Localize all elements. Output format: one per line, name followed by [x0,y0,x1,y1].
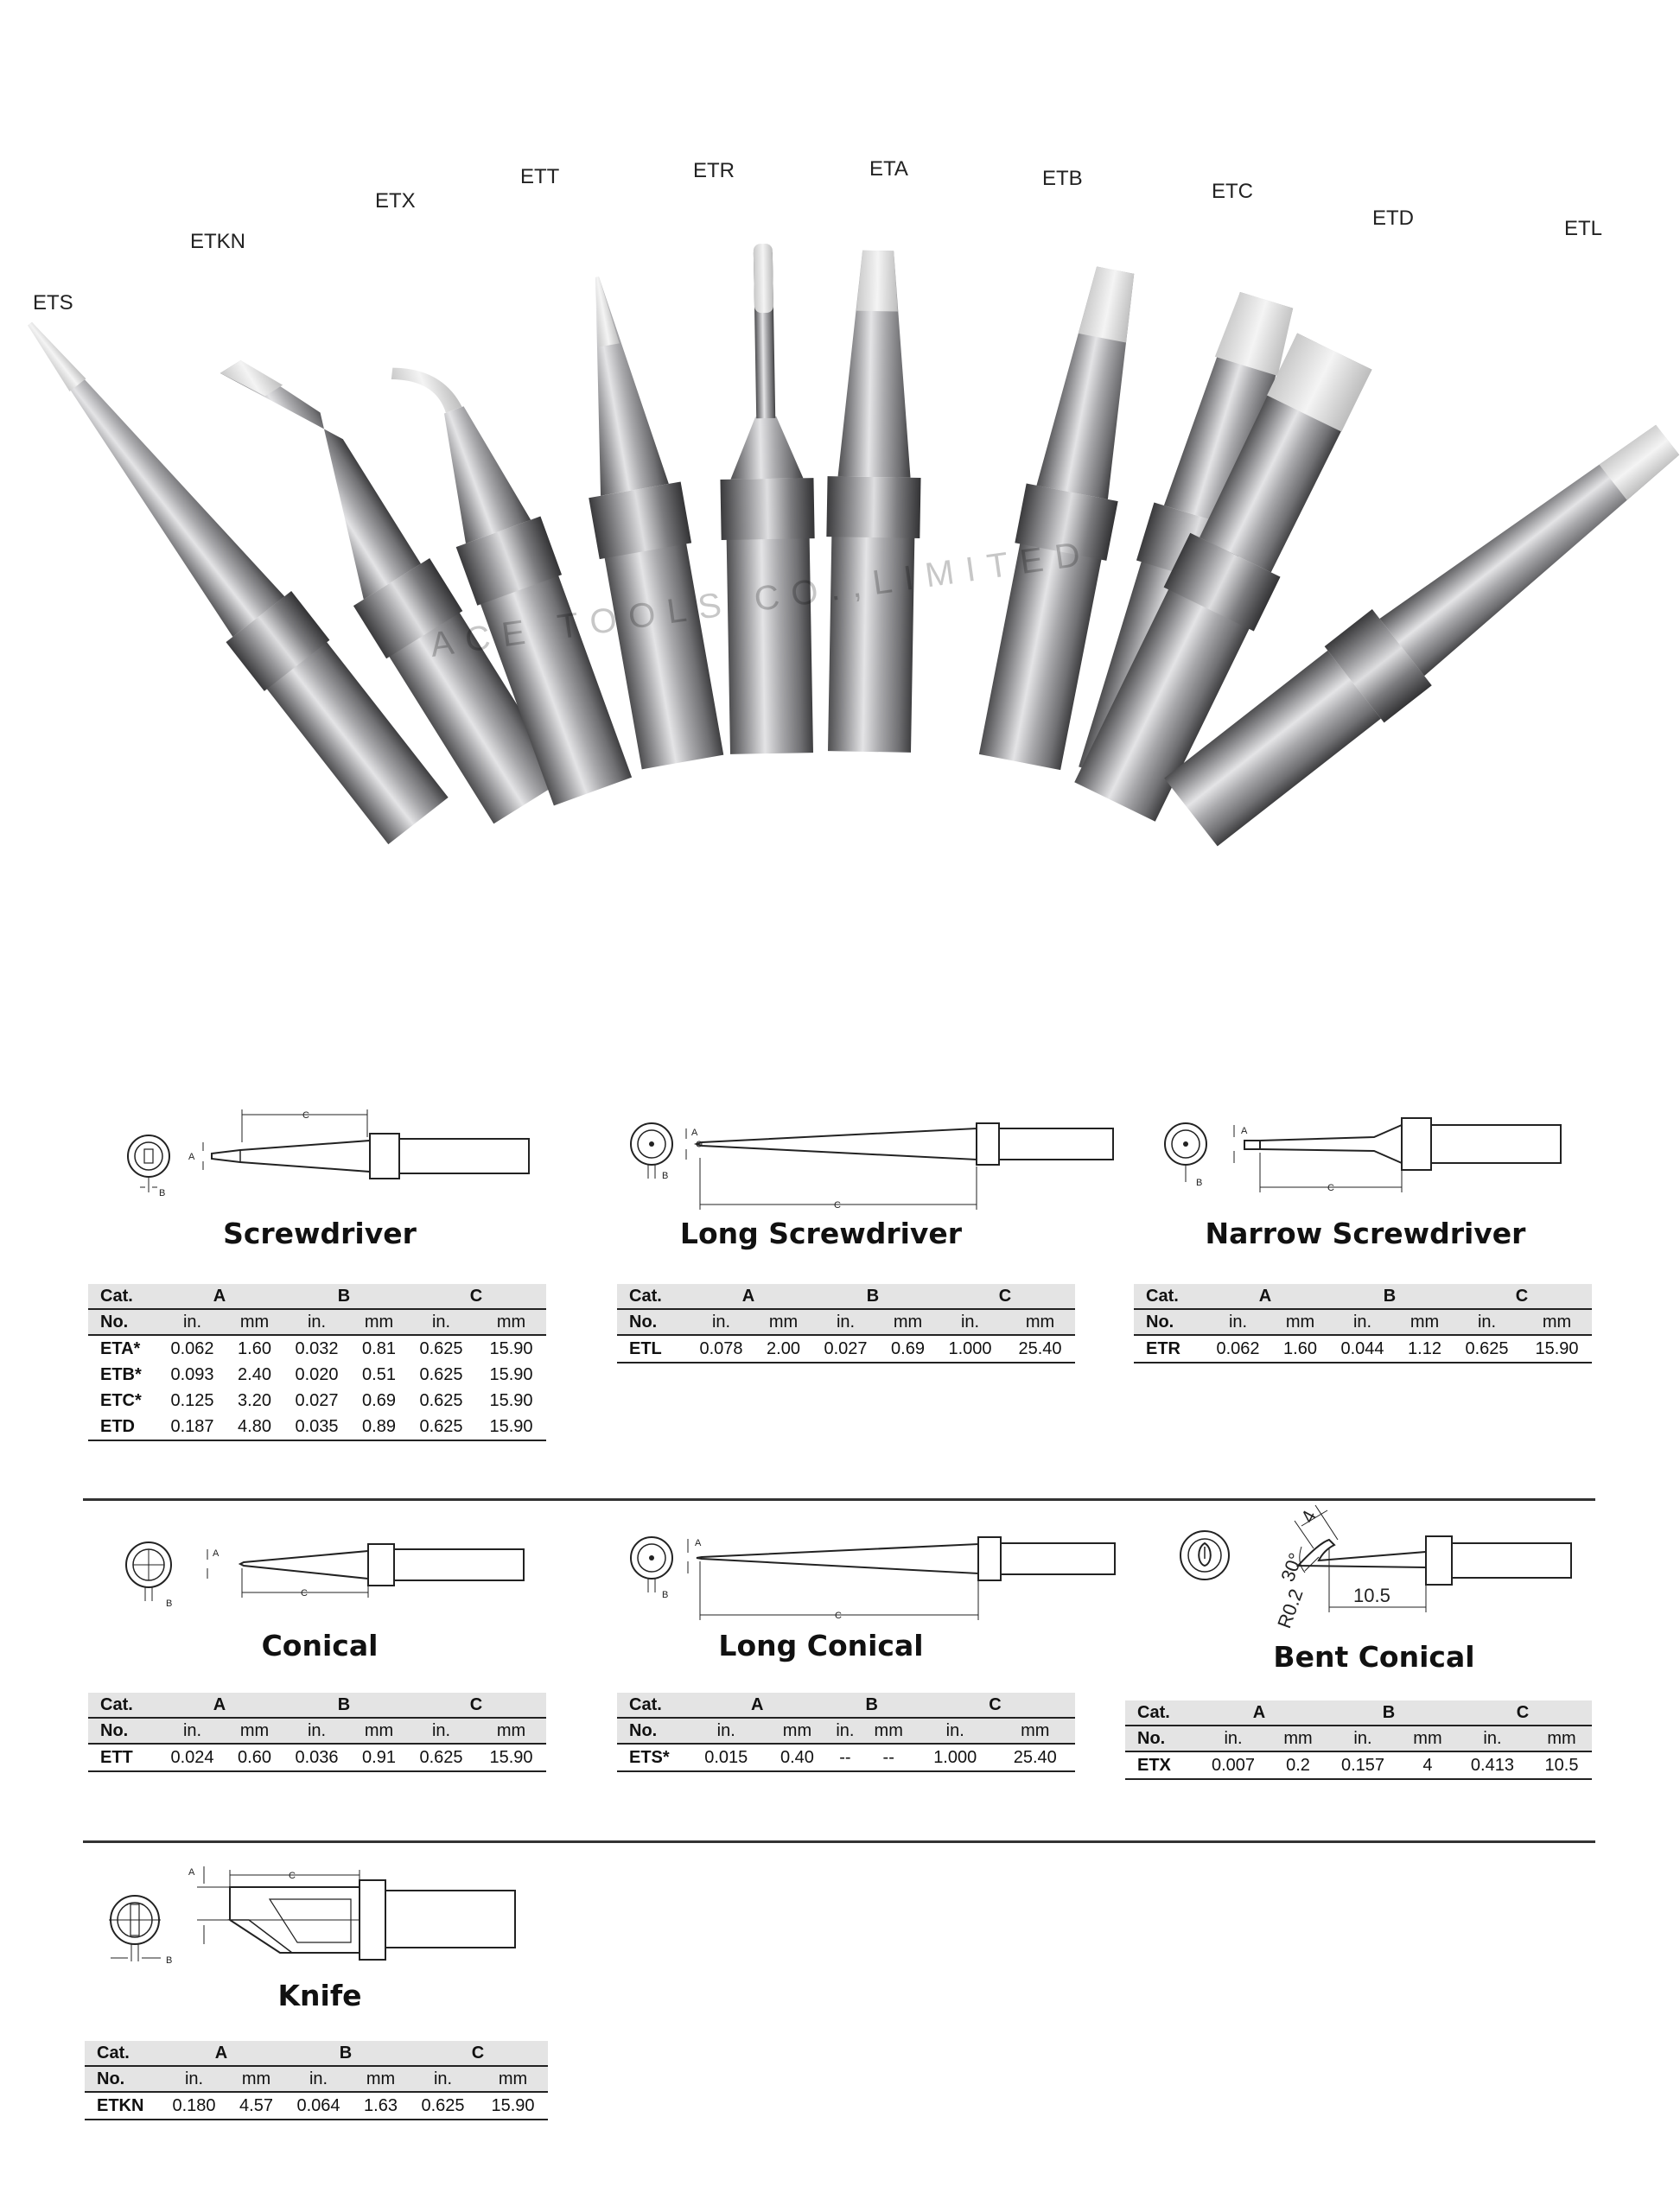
svg-text:B: B [662,1171,668,1181]
screwdriver-diagram: B A C [121,1106,536,1218]
tip-etb [978,266,1135,771]
svg-text:30°: 30° [1276,1550,1307,1585]
section-title: Narrow Screwdriver [1205,1217,1526,1250]
tip-etkn [220,360,564,824]
tip-label-etd: ETD [1372,207,1414,230]
svg-text:A: A [188,1152,195,1162]
svg-text:A: A [695,1538,702,1548]
narrow-screwdriver-diagram: B A C [1158,1106,1573,1218]
divider [83,1498,1595,1501]
tip-etr [720,244,815,754]
svg-text:C: C [301,1588,308,1599]
svg-text:C: C [302,1110,309,1121]
long-screwdriver-diagram: B A C [622,1106,1123,1227]
tip-label-etb: ETB [1042,167,1083,190]
section-title: Bent Conical [1273,1640,1475,1674]
svg-text:B: B [166,1955,172,1966]
svg-text:C: C [1327,1183,1334,1193]
svg-text:B: B [1196,1178,1202,1188]
tip-ett [589,276,724,770]
conical-diagram: B A C [121,1525,536,1629]
section-title: Long Screwdriver [679,1217,963,1250]
svg-text:A: A [691,1128,698,1138]
knife-diagram: B A C [100,1861,550,1982]
tip-label-eta: ETA [869,157,908,181]
svg-text:C: C [289,1871,296,1881]
tip-label-etx: ETX [375,189,416,213]
svg-text:4: 4 [1296,1507,1320,1527]
svg-text:A: A [213,1548,220,1559]
tip-label-etkn: ETKN [190,230,245,253]
divider [83,1840,1595,1843]
tip-eta [826,250,921,753]
section-title: Long Conical [718,1629,924,1662]
svg-text:C: C [834,1200,841,1211]
svg-text:C: C [835,1611,842,1621]
section-title: Screwdriver [223,1217,417,1250]
section-title: Conical [261,1629,379,1662]
tip-ets [28,321,449,845]
svg-text:A: A [188,1867,195,1878]
tip-etd [1074,333,1372,822]
svg-text:10.5: 10.5 [1353,1585,1390,1606]
svg-text:B: B [166,1599,172,1609]
svg-text:B: B [159,1188,165,1198]
long-conical-diagram: B A C [622,1520,1123,1632]
tip-etx [391,367,633,806]
tip-label-etr: ETR [693,159,735,182]
tip-label-etc: ETC [1212,180,1253,203]
section-title: Knife [277,1979,362,2012]
tip-etl [1164,424,1680,847]
svg-text:A: A [1241,1126,1248,1136]
tip-label-ett: ETT [520,165,560,188]
svg-text:B: B [662,1590,668,1600]
tip-label-etl: ETL [1564,217,1602,240]
soldering-tips-photo: ETS ETKN ETX ETT ETR ETA ETB ETC ETD ETL [28,157,1680,847]
bent-conical-diagram: 4 30° R0.2 10.5 [1167,1500,1651,1638]
svg-text:R0.2: R0.2 [1273,1586,1307,1630]
tip-label-ets: ETS [33,291,73,315]
